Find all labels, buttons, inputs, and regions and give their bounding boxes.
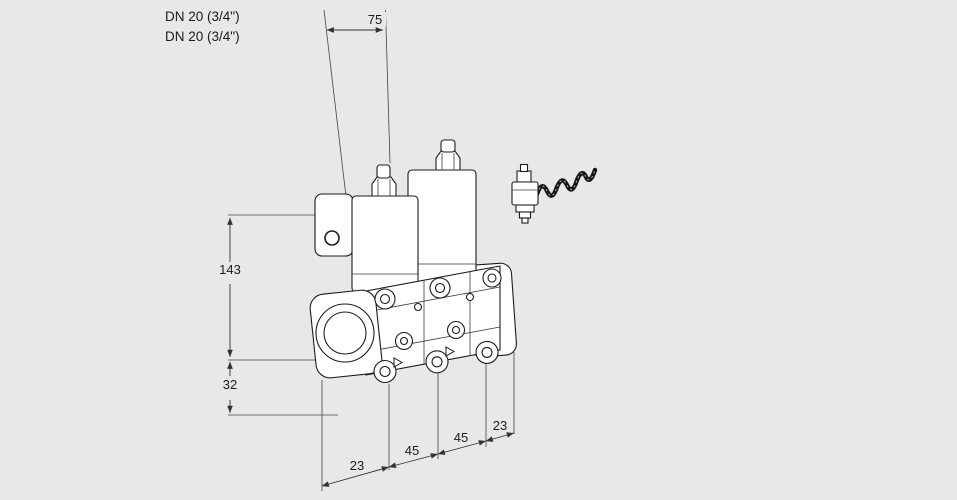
solenoid-coil-right [407, 139, 477, 283]
connector-top-block [516, 170, 532, 183]
dimension-top-width: 75 [323, 9, 391, 206]
bottom-bolt-center [431, 356, 443, 368]
dim-text-75: 75 [368, 12, 382, 27]
connector-plug-pin [521, 217, 529, 224]
solenoid-coil-left [351, 164, 419, 293]
pressure-tap-center [451, 325, 461, 335]
mounting-bracket [314, 193, 354, 257]
connection-label-top: DN 20 (3/4") [165, 9, 240, 24]
connector-body [511, 181, 539, 206]
dimension-line-23-left [321, 466, 390, 487]
dimension-line-23-right [485, 432, 515, 442]
text-mask [364, 12, 386, 27]
pressure-tap-center [399, 336, 409, 346]
coil-cap-right [440, 139, 456, 153]
dim-text-32: 32 [223, 377, 237, 392]
screw-top-center [434, 282, 446, 294]
connector-plug-step [518, 211, 532, 219]
coil-hex-nut-right [435, 150, 461, 171]
dim-text-23-right: 23 [493, 418, 507, 433]
cable-texture [536, 169, 596, 197]
bottom-bolt-center [379, 365, 391, 378]
bracket-hole [324, 230, 340, 246]
bracket-plate [314, 193, 354, 257]
screw-top-center [487, 273, 497, 283]
coil-hex-nut-left [371, 176, 397, 197]
extension-line [323, 9, 348, 206]
extension-line [385, 9, 391, 164]
connection-labels: DN 20 (3/4") DN 20 (3/4") [165, 9, 240, 44]
flow-direction-arrow [445, 346, 456, 357]
dim-text-143: 143 [219, 262, 241, 277]
connector-assembly [511, 163, 598, 224]
dimension-bottom-chain: 23 45 45 23 [321, 352, 515, 491]
small-screw [465, 292, 475, 302]
bottom-bolt-center [481, 346, 493, 358]
coil-cap-left [376, 164, 391, 179]
port-bore [323, 311, 367, 355]
dim-text-45-right: 45 [454, 430, 468, 445]
connector-screw [519, 163, 529, 173]
small-screw [413, 302, 423, 312]
valve-assembly [309, 139, 598, 384]
connector-cable [534, 167, 598, 198]
port-flange-left [309, 289, 383, 379]
dimension-line-45-left [388, 453, 439, 468]
flow-direction-arrow [393, 357, 404, 368]
body-details [373, 268, 502, 384]
coil-body-left [351, 195, 419, 293]
connection-label-bottom: DN 20 (3/4") [165, 29, 240, 44]
dimension-left-heights: 143 32 [219, 214, 340, 416]
screw-top-center [379, 293, 391, 305]
body-contour [365, 326, 501, 353]
connector-plug [515, 204, 535, 213]
dim-text-45-left: 45 [405, 443, 419, 458]
dim-text-23-left: 23 [350, 458, 364, 473]
dimension-line-45-right [437, 440, 487, 455]
